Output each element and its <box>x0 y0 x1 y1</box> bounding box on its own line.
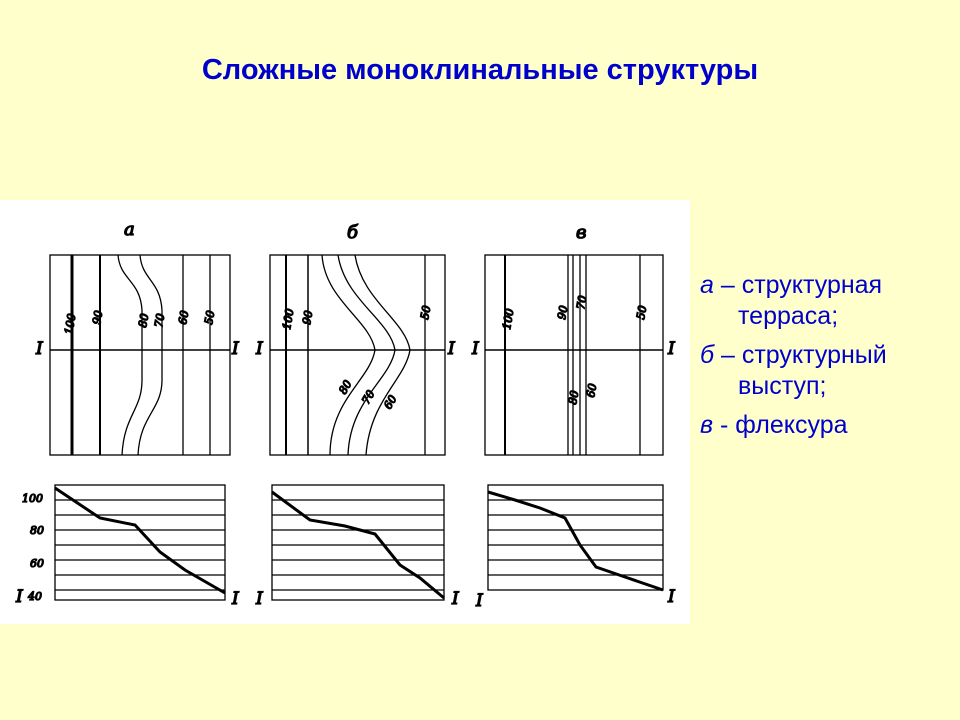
panel-c-contour-label: 70 <box>574 294 589 310</box>
legend-line1: – структурная <box>713 271 883 299</box>
legend-line2: терраса; <box>738 302 839 330</box>
panel-a-map <box>49 254 231 456</box>
panel-c-section <box>487 484 664 592</box>
panel-a-contour-label: 70 <box>152 312 167 328</box>
panel-c-contour-label: 100 <box>500 308 516 331</box>
panel-c-section-left-label: I <box>475 591 483 611</box>
panel-a-letter: а <box>124 219 135 240</box>
panel-c-contour-label: 80 <box>566 389 581 405</box>
panel-c-section-right-label: I <box>667 587 675 607</box>
panel-a-map-right-label: I <box>231 339 239 359</box>
panel-a-section-tick: 80 <box>30 524 44 537</box>
panel-b-section-right-label: I <box>451 589 459 609</box>
legend: а – структурная терраса; б – структурный… <box>700 270 955 449</box>
panel-b-contour-label: 60 <box>381 393 399 412</box>
panel-a-section-tick: 40 <box>27 590 42 603</box>
panel-b-map-left-label: I <box>255 339 263 359</box>
monocline-diagram: а I I 100 90 80 70 60 50 100 80 <box>0 200 690 624</box>
panel-c-contour-label: 50 <box>634 304 649 320</box>
panel-a-section-right-label: I <box>231 589 239 609</box>
panel-b-contour-label: 90 <box>300 309 315 325</box>
panel-a-contour-label: 90 <box>90 309 105 325</box>
panel-a-contour-label: 100 <box>62 313 78 336</box>
legend-item-flexure: в - флексура <box>700 410 955 441</box>
panel-b-contour-label: 50 <box>418 304 433 320</box>
panel-b-letter: б <box>347 222 359 243</box>
legend-letter: а <box>700 271 714 299</box>
panel-c-contour-label: 60 <box>584 382 599 398</box>
panel-a-contour-label: 50 <box>202 309 217 325</box>
legend-item-protrusion: б – структурный выступ; <box>700 340 955 402</box>
panel-c-map <box>484 254 664 456</box>
panel-a-contour-label: 80 <box>136 312 151 328</box>
panel-a-section-tick: 60 <box>30 557 44 570</box>
legend-line2: выступ; <box>738 372 827 400</box>
panel-c-contour-label: 90 <box>555 304 570 320</box>
panel-c-map-left-label: I <box>471 339 479 359</box>
legend-line1: – структурный <box>714 341 887 369</box>
panel-c-map-right-label: I <box>667 339 675 359</box>
panel-b-map <box>269 254 446 456</box>
panel-a-section-left-label: I <box>15 587 23 607</box>
panel-b-contour-label: 100 <box>280 308 296 331</box>
panel-b-contour-label: 70 <box>359 388 377 407</box>
panel-a-section-tick: 100 <box>22 492 43 505</box>
panel-a-contour-label: 60 <box>176 309 191 325</box>
legend-item-terrace: а – структурная терраса; <box>700 270 955 332</box>
panel-b-section <box>271 484 445 601</box>
panel-b-contour-label: 80 <box>336 378 354 397</box>
legend-letter: в <box>700 411 714 439</box>
legend-line1: - флексура <box>713 411 848 439</box>
panel-b-section-left-label: I <box>255 589 263 609</box>
legend-letter: б <box>700 341 715 369</box>
slide-title: Сложные моноклинальные структуры <box>201 54 759 86</box>
panel-c-letter: в <box>576 222 586 243</box>
panel-a-section <box>54 484 226 601</box>
panel-a-map-left-label: I <box>35 339 43 359</box>
panel-b-map-right-label: I <box>447 339 455 359</box>
diagram-svg: а I I 100 90 80 70 60 50 100 80 <box>14 218 675 611</box>
